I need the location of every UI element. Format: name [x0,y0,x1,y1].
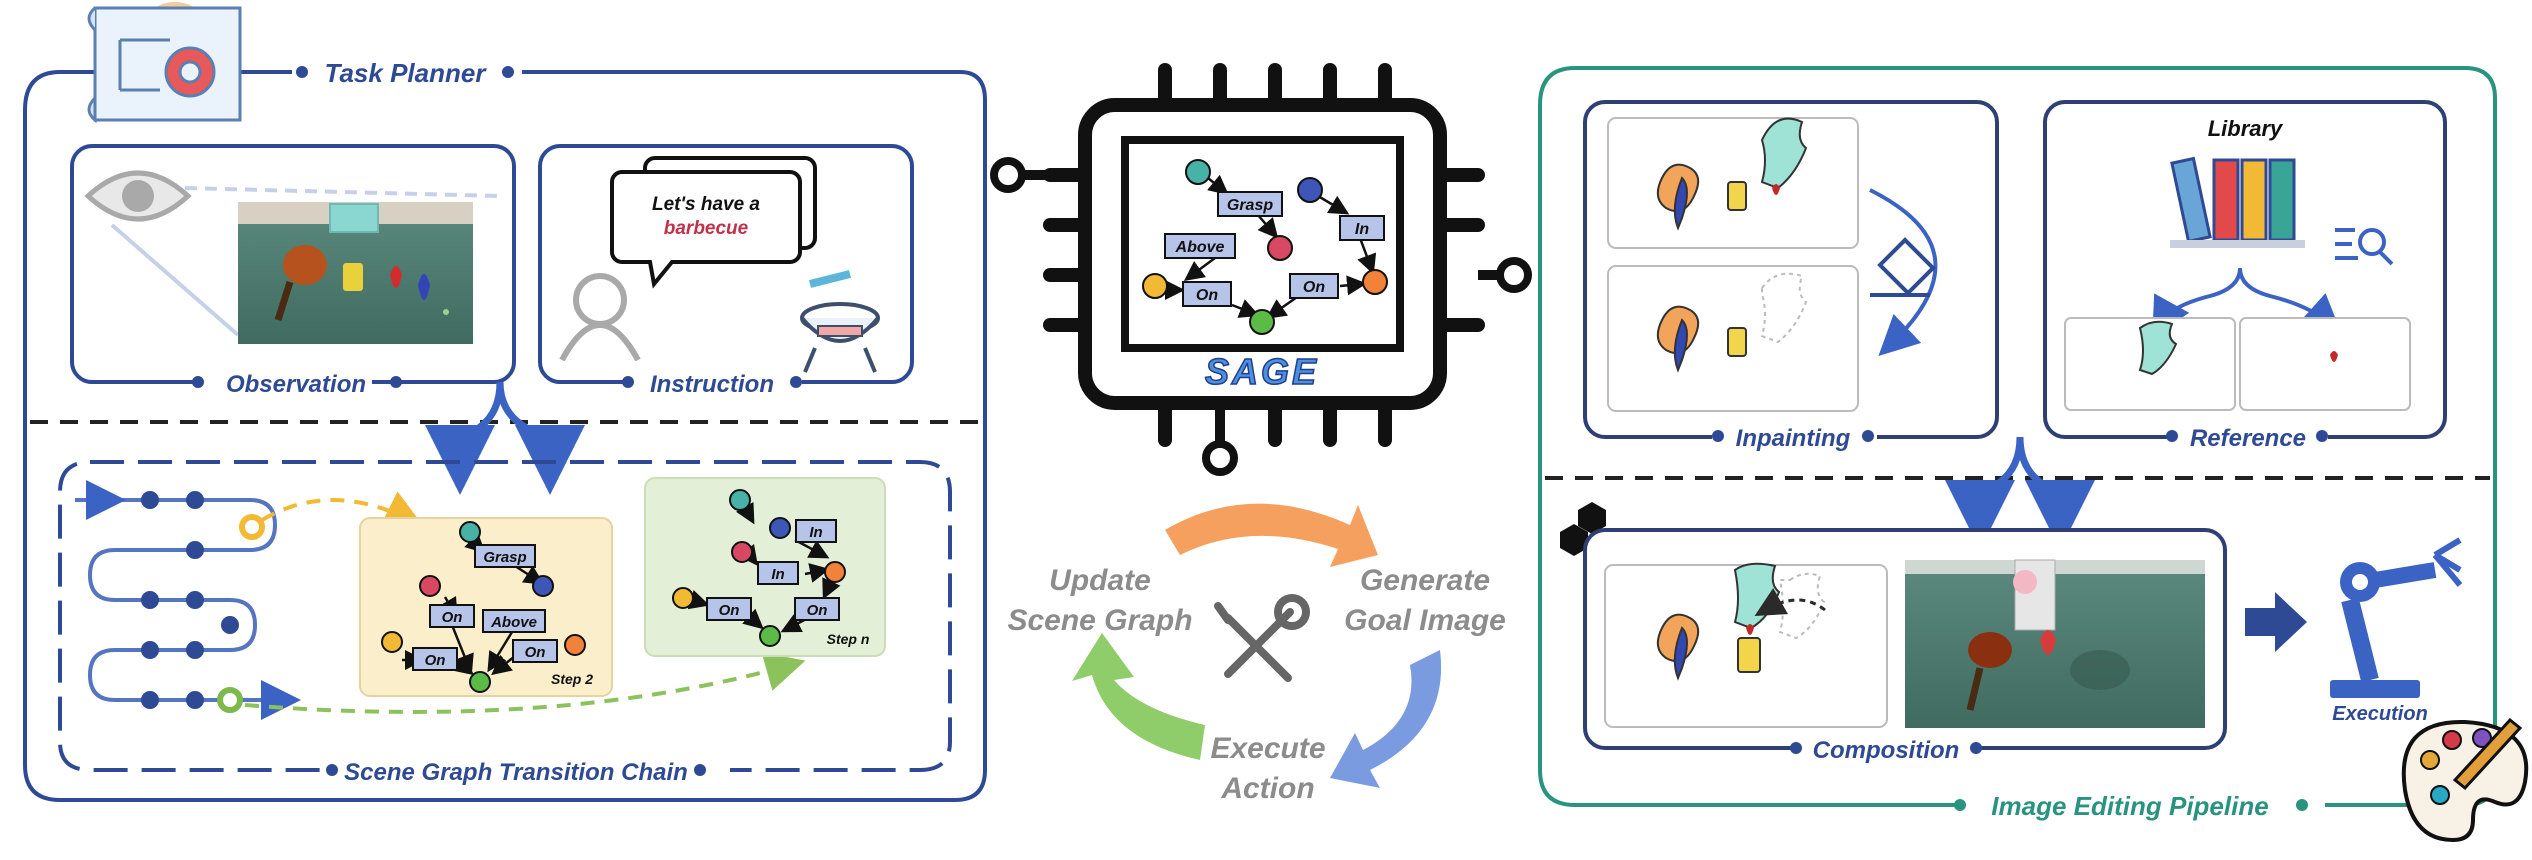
inpainting-panel: Inpainting [1583,100,1999,452]
inpaint-objects-before [1656,117,1808,231]
stepn-node-on-2: On [807,602,828,619]
sage-chip: Grasp In Above On On SAGE [990,63,1532,476]
image-editing-pipeline-panel: Image Editing Pipeline [1538,66,2529,843]
stepn-label: Step n [827,631,870,647]
eye-icon [84,170,192,222]
chip-node-on-2: On [1303,279,1325,296]
update-arrow [1072,633,1205,760]
composition-objects [1656,562,1826,681]
chain-label: Scene Graph Transition Chain [344,759,688,786]
paint-palette-icon [2401,717,2529,843]
update-label-line2: Scene Graph [1007,604,1192,637]
step2-node-grasp: Grasp [483,549,526,566]
grill-icon [800,270,880,373]
task-planner-panel: Task Planner [23,2,987,802]
instruction-panel: Let's have a barbecue Instruction [538,144,914,398]
step2-node-on-2: On [425,652,446,669]
execute-label-line2: Action [1220,772,1314,805]
task-planner-border [23,70,987,802]
execute-label-line1: Execute [1210,732,1325,765]
inpaint-objects-after [1656,272,1808,373]
step2-node-on-1: On [442,609,463,626]
scene-graph-transition-chain: Grasp On Above On On Step 2 [58,460,952,786]
stepn-node-on-1: On [719,602,740,619]
stepn-node-in-1: In [809,524,822,541]
search-list-icon [2335,228,2394,266]
inpainting-label: Inpainting [1736,425,1851,452]
step2-node-on-3: On [525,644,546,661]
execution-label: Execution [2332,703,2428,725]
observation-label: Observation [226,371,366,398]
chip-node-above: Above [1175,239,1225,256]
step2-node-above: Above [490,614,537,631]
tools-icon [1214,594,1310,682]
generate-arrow [1165,503,1378,567]
observation-panel: Observation [70,144,516,398]
reference-cup [2138,320,2178,376]
robot-arm-icon [2330,537,2463,698]
person-icon [559,273,641,362]
blueprint-gear-icon [87,2,242,124]
library-binders-icon [2170,156,2305,248]
chip-node-in: In [1355,221,1369,238]
instruction-label: Instruction [650,371,774,398]
eraser-icon [1870,237,1936,297]
composition-panel: Composition [1583,528,2227,764]
task-planner-title: Task Planner [325,58,488,88]
generate-label-line1: Generate [1360,564,1490,597]
reference-pepper [2330,351,2338,362]
reference-panel: Library Reference [2043,100,2447,452]
to-execution-arrow [2245,592,2307,652]
observation-photo [238,202,473,344]
composition-photo [1905,559,2205,728]
update-label-line1: Update [1049,564,1151,597]
sage-logo: SAGE [1205,351,1319,392]
chain-states [141,491,239,709]
scene-graph-step-2: Grasp On Above On On Step 2 [359,517,613,697]
chip-node-on-1: On [1196,287,1218,304]
reference-label: Reference [2190,425,2306,452]
composition-label: Composition [1813,737,1960,764]
stepn-node-in-2: In [771,566,784,583]
execute-arrow [1330,650,1442,788]
step2-label: Step 2 [551,671,593,687]
scene-graph-step-n: In In On On Step n [644,477,886,657]
chip-node-grasp: Grasp [1227,197,1273,214]
generate-label-line2: Goal Image [1344,604,1506,637]
closed-loop-cycle: Update Scene Graph Generate Goal Image E… [1007,503,1506,805]
library-label: Library [2208,116,2284,141]
speech-bubble [610,170,802,289]
speech-text-line2: barbecue [664,218,749,239]
speech-text-line1: Let's have a [652,194,760,215]
pipeline-label: Image Editing Pipeline [1991,791,2268,821]
